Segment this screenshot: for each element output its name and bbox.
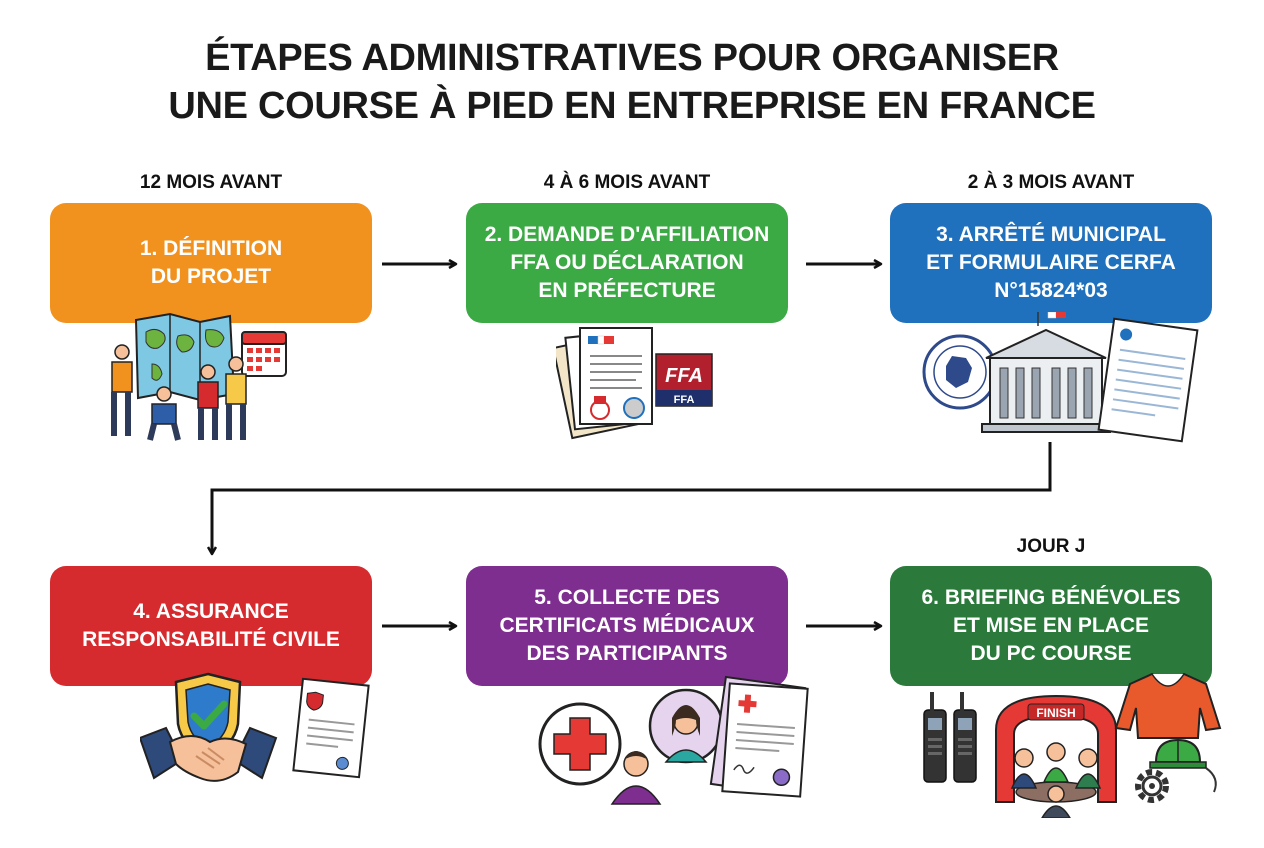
walkie-talkie-icon <box>923 692 977 783</box>
people-icon <box>111 344 247 441</box>
cerfa-form-icon <box>1097 317 1199 443</box>
step-3-label: 3. ARRÊTÉ MUNICIPAL ET FORMULAIRE CERFA … <box>926 223 1176 302</box>
map-icon <box>134 312 236 402</box>
team-table-icon <box>1010 742 1102 818</box>
stamp-icon <box>590 396 645 420</box>
gear-icon <box>1135 769 1169 803</box>
step-6-label: 6. BRIEFING BÉNÉVOLES ET MISE EN PLACE D… <box>921 586 1181 665</box>
step-4-label: 4. ASSURANCE RESPONSABILITÉ CIVILE <box>82 600 340 651</box>
medical-cross-icon <box>538 702 622 786</box>
town-hall-icon <box>981 312 1111 433</box>
seal-icon <box>922 334 998 410</box>
step-6-box: 6. BRIEFING BÉNÉVOLES ET MISE EN PLACE D… <box>890 566 1212 686</box>
step-2-illustration: FFA FFA <box>556 327 713 440</box>
step-4-illustration <box>140 672 370 782</box>
step-2-timing: 4 À 6 MOIS AVANT <box>543 172 711 193</box>
step-1-box: 1. DÉFINITION DU PROJET <box>50 203 372 323</box>
documents-icon <box>556 327 653 440</box>
title-line-2: UNE COURSE À PIED EN ENTREPRISE EN FRANC… <box>168 85 1096 127</box>
medical-certificate-icon <box>709 675 809 798</box>
step-5-box: 5. COLLECTE DES CERTIFICATS MÉDICAUX DES… <box>466 566 788 686</box>
step-1-timing: 12 MOIS AVANT <box>139 172 283 193</box>
helmet-icon <box>1149 738 1217 793</box>
participants-icon <box>610 688 724 805</box>
handshake-icon <box>140 726 278 782</box>
vest-icon <box>1114 672 1222 739</box>
step-4-box: 4. ASSURANCE RESPONSABILITÉ CIVILE <box>50 566 372 686</box>
step-1-illustration <box>111 312 287 441</box>
calendar-icon <box>241 331 287 377</box>
ffa-logo: FFA FFA <box>655 353 713 407</box>
finish-arch-icon: FINISH <box>995 694 1117 803</box>
title-line-1: ÉTAPES ADMINISTRATIVES POUR ORGANISER <box>205 37 1059 79</box>
ffa-logo-subtext: FFA <box>674 394 695 406</box>
page-title: ÉTAPES ADMINISTRATIVES POUR ORGANISER UN… <box>0 34 1264 130</box>
step-2-box: 2. DEMANDE D'AFFILIATION FFA OU DÉCLARAT… <box>466 203 788 323</box>
step-6-timing: JOUR J <box>1016 536 1086 557</box>
step-6-illustration: FINISH <box>923 672 1222 818</box>
step-3-illustration <box>922 312 1199 443</box>
step-1-label: 1. DÉFINITION DU PROJET <box>139 237 283 288</box>
step-3-timing: 2 À 3 MOIS AVANT <box>967 172 1135 193</box>
step-5-illustration <box>538 675 809 805</box>
policy-document-icon <box>292 677 370 779</box>
step-2-label: 2. DEMANDE D'AFFILIATION FFA OU DÉCLARAT… <box>484 223 770 302</box>
ffa-logo-text: FFA <box>665 365 703 387</box>
finish-arch-text: FINISH <box>1036 706 1075 720</box>
step-5-label: 5. COLLECTE DES CERTIFICATS MÉDICAUX DES… <box>499 586 755 665</box>
arrow-3-to-4 <box>212 442 1052 553</box>
step-3-box: 3. ARRÊTÉ MUNICIPAL ET FORMULAIRE CERFA … <box>890 203 1212 323</box>
